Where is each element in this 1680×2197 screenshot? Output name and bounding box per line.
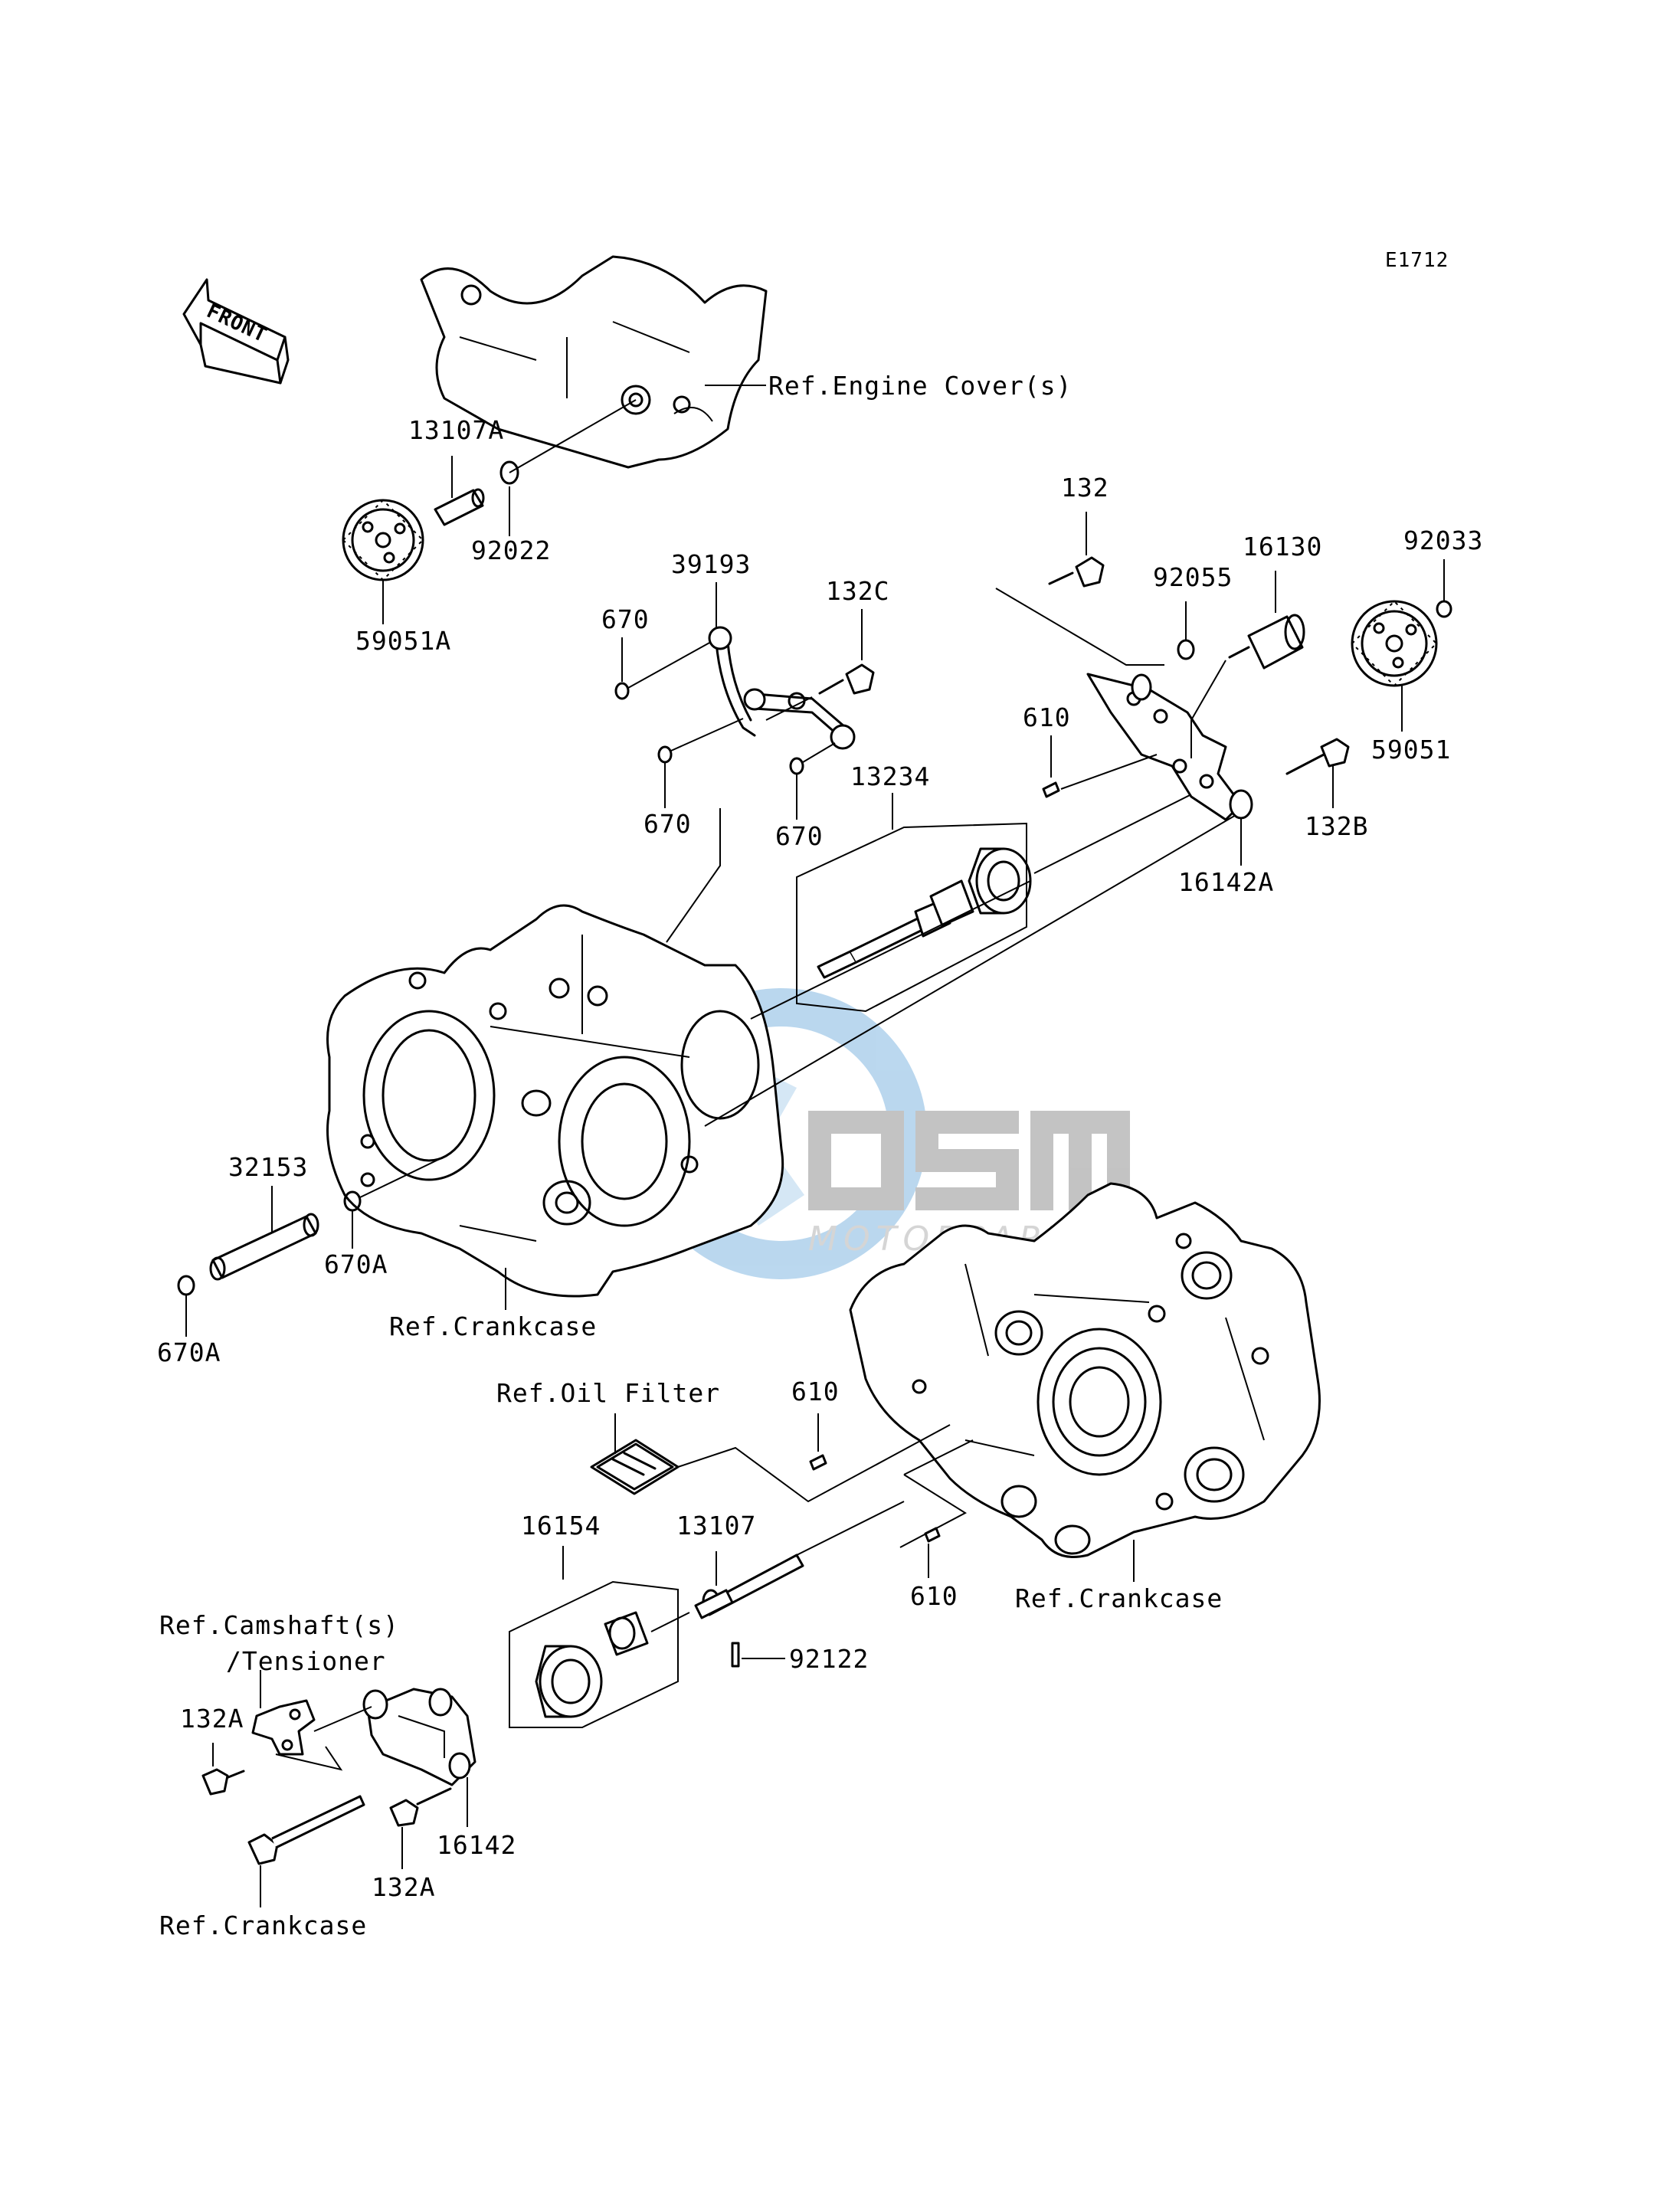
label-32153: 32153	[228, 1152, 308, 1182]
engine-cover-drawing	[420, 255, 768, 469]
label-132: 132	[1061, 473, 1109, 503]
label-92033: 92033	[1403, 526, 1483, 555]
label-ref-engine-cover: Ref.Engine Cover(s)	[768, 371, 1073, 401]
pipe-32153	[209, 1213, 319, 1281]
label-670A-b: 670A	[157, 1338, 221, 1367]
bolt-132C	[818, 663, 875, 695]
bolt-132	[1048, 556, 1105, 588]
label-16142A: 16142A	[1178, 867, 1274, 897]
label-610-a: 610	[1023, 702, 1071, 732]
label-610-b: 610	[791, 1377, 840, 1406]
pin-13107A	[434, 488, 485, 526]
shaft-13234	[817, 847, 1032, 979]
crankcase-left-drawing	[326, 904, 784, 1298]
o-ring-670A-b	[177, 1275, 195, 1296]
gear-59051	[1351, 600, 1438, 687]
label-ref-crankcase-1: Ref.Crankcase	[389, 1311, 597, 1341]
shaft-13107	[694, 1554, 804, 1619]
label-670A-a: 670A	[324, 1249, 388, 1279]
label-16130: 16130	[1243, 532, 1322, 562]
label-610-c: 610	[910, 1581, 958, 1611]
label-ref-camshaft: Ref.Camshaft(s)	[159, 1610, 399, 1640]
label-92022: 92022	[471, 535, 551, 565]
label-ref-crankcase-2: Ref.Crankcase	[1015, 1583, 1223, 1613]
label-ref-tensioner: /Tensioner	[226, 1646, 386, 1676]
oil-filter-drawing	[590, 1439, 680, 1495]
label-39193: 39193	[671, 549, 751, 579]
dowel-610-b	[809, 1454, 827, 1471]
washer-92055	[1177, 639, 1195, 660]
o-ring-670-b	[657, 745, 673, 764]
label-16154: 16154	[521, 1511, 601, 1541]
front-arrow-icon: FRONT	[182, 278, 290, 385]
label-13107: 13107	[676, 1511, 756, 1541]
bolt-132A-b	[389, 1787, 452, 1827]
label-16142: 16142	[437, 1830, 516, 1860]
crankcase-right-drawing	[849, 1182, 1321, 1558]
label-59051: 59051	[1371, 735, 1451, 765]
label-132C: 132C	[826, 576, 889, 606]
gear-59051A	[342, 499, 424, 581]
pin-92122	[731, 1642, 740, 1668]
long-bolt-drawing	[247, 1795, 365, 1865]
bolt-132A-a	[201, 1768, 245, 1796]
label-670-b: 670	[644, 809, 692, 839]
valve-16130	[1228, 614, 1305, 670]
label-132A-b: 132A	[372, 1872, 435, 1902]
rotor-set-16154	[535, 1611, 649, 1718]
tensioner-bracket-drawing	[251, 1699, 316, 1756]
circlip-92033	[1436, 600, 1452, 618]
bolt-132B	[1285, 738, 1350, 775]
oil-pipe-39193	[708, 626, 856, 750]
label-670-a: 670	[601, 604, 650, 634]
label-132B: 132B	[1305, 811, 1368, 841]
pump-housing-16142A	[1086, 673, 1253, 821]
dowel-610-a	[1042, 781, 1060, 798]
label-ref-oil-filter: Ref.Oil Filter	[496, 1378, 720, 1408]
o-ring-670-a	[614, 682, 630, 700]
label-ref-crankcase-3: Ref.Crankcase	[159, 1911, 367, 1940]
label-92055: 92055	[1153, 562, 1233, 592]
label-92122: 92122	[789, 1644, 869, 1674]
pump-cover-16142	[362, 1688, 476, 1786]
o-ring-670-c	[789, 757, 804, 775]
washer-92022	[499, 460, 519, 485]
label-670-c: 670	[775, 821, 824, 851]
label-13234: 13234	[850, 761, 930, 791]
label-59051A: 59051A	[355, 626, 451, 656]
label-132A-a: 132A	[180, 1704, 244, 1734]
label-13107A: 13107A	[408, 415, 504, 445]
diagram-code: E1712	[1385, 249, 1449, 272]
